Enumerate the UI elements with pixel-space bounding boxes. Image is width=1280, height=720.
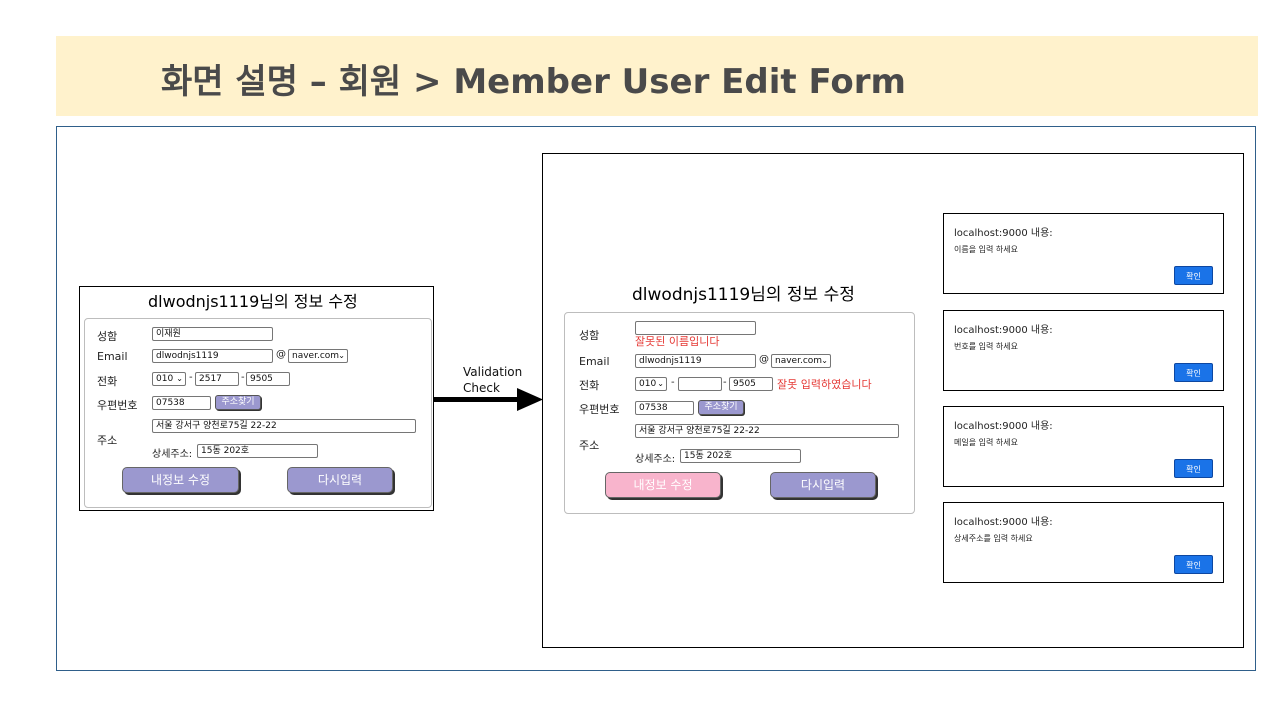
before-phone1-select[interactable]: 010⌄ (152, 372, 186, 386)
after-phone2-input[interactable] (678, 377, 722, 391)
page-title: 화면 설명 – 회원 > Member User Edit Form (161, 62, 906, 102)
after-phone-dash-1: - (671, 377, 675, 388)
before-detail-address-label: 상세주소: (152, 449, 193, 460)
after-reset-button[interactable]: 다시입력 (770, 472, 876, 498)
before-email-label: Email (97, 350, 128, 363)
validation-label-line2: Check (463, 381, 500, 395)
after-submit-button[interactable]: 내정보 수정 (605, 472, 721, 498)
chevron-down-icon: ⌄ (821, 356, 828, 365)
before-email-domain-select[interactable]: naver.com⌄ (288, 349, 348, 363)
after-email-label: Email (579, 355, 610, 368)
after-address-input[interactable]: 서울 강서구 양천로75길 22-22 (635, 424, 899, 438)
before-email-domain-value: naver.com (292, 351, 340, 361)
after-name-label: 성함 (579, 329, 600, 342)
after-email-domain-select[interactable]: naver.com⌄ (771, 354, 831, 368)
dialog-ok-button[interactable]: 확인 (1174, 266, 1213, 285)
validation-check-label: Validation Check (463, 364, 522, 396)
after-name-input[interactable] (635, 321, 756, 335)
after-phone-label: 전화 (579, 379, 600, 392)
dialog-title: localhost:9000 내용: (954, 325, 1053, 336)
after-zip-input[interactable]: 07538 (635, 401, 694, 415)
after-phone3-input[interactable]: 9505 (729, 377, 773, 391)
after-detail-address-input[interactable]: 15동 202호 (680, 449, 801, 463)
alert-dialog-detail-address: localhost:9000 내용: 상세주소를 입력 하세요 확인 (943, 502, 1224, 583)
dialog-ok-button[interactable]: 확인 (1174, 459, 1213, 478)
before-form-panel: dlwodnjs1119님의 정보 수정 성함 이재원 Email dlwodn… (79, 286, 434, 511)
before-zip-label: 우편번호 (97, 399, 138, 412)
slide-frame (56, 126, 1256, 671)
dialog-ok-button[interactable]: 확인 (1174, 555, 1213, 574)
header-banner: 화면 설명 – 회원 > Member User Edit Form (56, 36, 1258, 116)
chevron-down-icon: ⌄ (657, 379, 664, 388)
before-find-address-button[interactable]: 주소찾기 (215, 395, 261, 410)
after-email-domain-value: naver.com (775, 356, 823, 366)
after-form-box (564, 312, 915, 514)
before-email-id-input[interactable]: dlwodnjs1119 (152, 349, 273, 363)
after-email-id-input[interactable]: dlwodnjs1119 (635, 354, 756, 368)
dialog-title: localhost:9000 내용: (954, 228, 1053, 239)
before-reset-button[interactable]: 다시입력 (287, 467, 393, 493)
before-phone1-value: 010 (156, 374, 174, 384)
before-phone-dash-1: - (189, 372, 193, 383)
before-phone3-input[interactable]: 9505 (246, 372, 290, 386)
dialog-title: localhost:9000 내용: (954, 517, 1053, 528)
before-phone-label: 전화 (97, 375, 118, 388)
before-detail-address-input[interactable]: 15동 202호 (197, 444, 318, 458)
after-detail-address-label: 상세주소: (635, 454, 676, 465)
after-phone1-value: 010 (639, 379, 657, 389)
alert-dialog-name: localhost:9000 내용: 이름을 입력 하세요 확인 (943, 213, 1224, 294)
after-phone1-select[interactable]: 010⌄ (635, 377, 667, 391)
after-address-label: 주소 (579, 439, 600, 452)
dialog-message: 이름을 입력 하세요 (954, 245, 1018, 254)
after-form-panel: dlwodnjs1119님의 정보 수정 성함 잘못된 이름입니다 Email … (560, 276, 920, 520)
alert-dialog-email: localhost:9000 내용: 메일을 입력 하세요 확인 (943, 406, 1224, 487)
dialog-title: localhost:9000 내용: (954, 421, 1053, 432)
right-arrow-icon (433, 388, 543, 411)
before-submit-button[interactable]: 내정보 수정 (122, 467, 239, 493)
after-phone-dash-2: - (723, 377, 727, 388)
before-phone2-input[interactable]: 2517 (195, 372, 239, 386)
dialog-ok-button[interactable]: 확인 (1174, 363, 1213, 382)
dialog-message: 번호를 입력 하세요 (954, 342, 1018, 351)
before-address-label: 주소 (97, 434, 118, 447)
validation-label-line1: Validation (463, 365, 523, 379)
after-email-at: @ (759, 354, 769, 365)
after-phone-error: 잘못 입력하였습니다 (777, 378, 872, 391)
dialog-message: 상세주소를 입력 하세요 (954, 534, 1033, 543)
after-form-title: dlwodnjs1119님의 정보 수정 (632, 285, 855, 305)
before-email-at: @ (276, 349, 286, 360)
before-phone-dash-2: - (241, 372, 245, 383)
after-name-error: 잘못된 이름입니다 (635, 335, 720, 348)
after-find-address-button[interactable]: 주소찾기 (698, 400, 744, 415)
before-name-input[interactable]: 이재원 (152, 327, 273, 341)
before-name-label: 성함 (97, 330, 118, 343)
alert-dialog-phone: localhost:9000 내용: 번호를 입력 하세요 확인 (943, 310, 1224, 391)
before-form-title: dlwodnjs1119님의 정보 수정 (148, 292, 358, 311)
after-zip-label: 우편번호 (579, 403, 620, 416)
chevron-down-icon: ⌄ (176, 374, 183, 383)
before-form-box (84, 318, 432, 508)
before-address-input[interactable]: 서울 강서구 양천로75길 22-22 (152, 419, 416, 433)
before-zip-input[interactable]: 07538 (152, 396, 211, 410)
chevron-down-icon: ⌄ (338, 351, 345, 360)
dialog-message: 메일을 입력 하세요 (954, 438, 1018, 447)
